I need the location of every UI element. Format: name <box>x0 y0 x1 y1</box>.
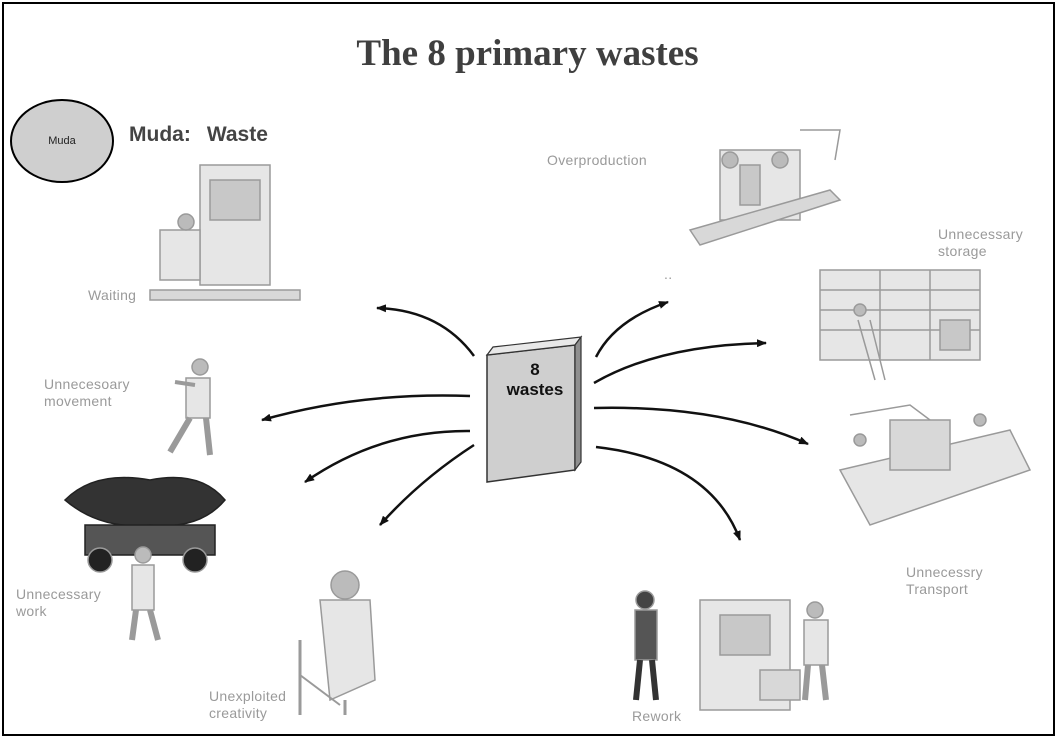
muda-meaning: Waste <box>206 123 268 146</box>
rework-illustration <box>633 590 829 711</box>
label-overproduction: Overproduction <box>547 152 647 168</box>
creativity-illustration <box>298 570 376 715</box>
label-waiting: Waiting <box>88 287 137 303</box>
center-label: 8 wastes <box>490 360 580 400</box>
center-book <box>485 335 583 483</box>
arrow-to-movement <box>261 394 471 422</box>
movement-illustration <box>167 358 213 456</box>
arrow-to-transport <box>593 406 809 446</box>
work-illustration <box>63 476 226 641</box>
muda-circle: Muda <box>10 99 114 183</box>
label-transport-line2: Transport <box>906 581 969 597</box>
label-transport: Unnecessry Transport <box>906 564 983 598</box>
muda-term: Muda: <box>129 123 191 146</box>
label-storage: Unnecessary storage <box>938 226 1023 260</box>
slide-title: The 8 primary wastes <box>356 33 699 74</box>
label-creativity: Unexploited creativity <box>209 688 286 722</box>
label-work: Unnecessary work <box>16 586 101 620</box>
label-transport-line1: Unnecessry <box>906 564 983 580</box>
muda-circle-label: Muda <box>48 135 76 147</box>
label-overproduction-mark: .. <box>664 266 673 282</box>
transport-illustration <box>838 404 1032 526</box>
label-storage-line2: storage <box>938 243 987 259</box>
arrow-to-waiting <box>376 304 476 357</box>
arrow-to-rework <box>595 445 742 541</box>
label-movement-line2: movement <box>44 393 112 409</box>
arrow-to-creativity <box>379 443 475 526</box>
label-rework: Rework <box>632 708 682 724</box>
overproduction-illustration <box>688 129 842 246</box>
muda-definition: Muda: Waste <box>129 123 268 147</box>
label-creativity-line2: creativity <box>209 705 268 721</box>
label-movement: Unnecesoary movement <box>44 376 130 410</box>
arrow-to-overproduction <box>594 300 669 358</box>
waiting-illustration <box>149 164 301 301</box>
center-word: wastes <box>506 380 564 399</box>
label-work-line2: work <box>16 603 47 619</box>
label-work-line1: Unnecessary <box>16 586 102 602</box>
arrow-to-work <box>304 429 471 484</box>
arrow-to-storage <box>593 339 767 385</box>
label-creativity-line1: Unexploited <box>209 688 287 704</box>
storage-illustration <box>819 269 981 381</box>
center-number: 8 <box>530 360 540 379</box>
label-storage-line1: Unnecessary <box>938 226 1024 242</box>
label-movement-line1: Unnecesoary <box>44 376 130 392</box>
